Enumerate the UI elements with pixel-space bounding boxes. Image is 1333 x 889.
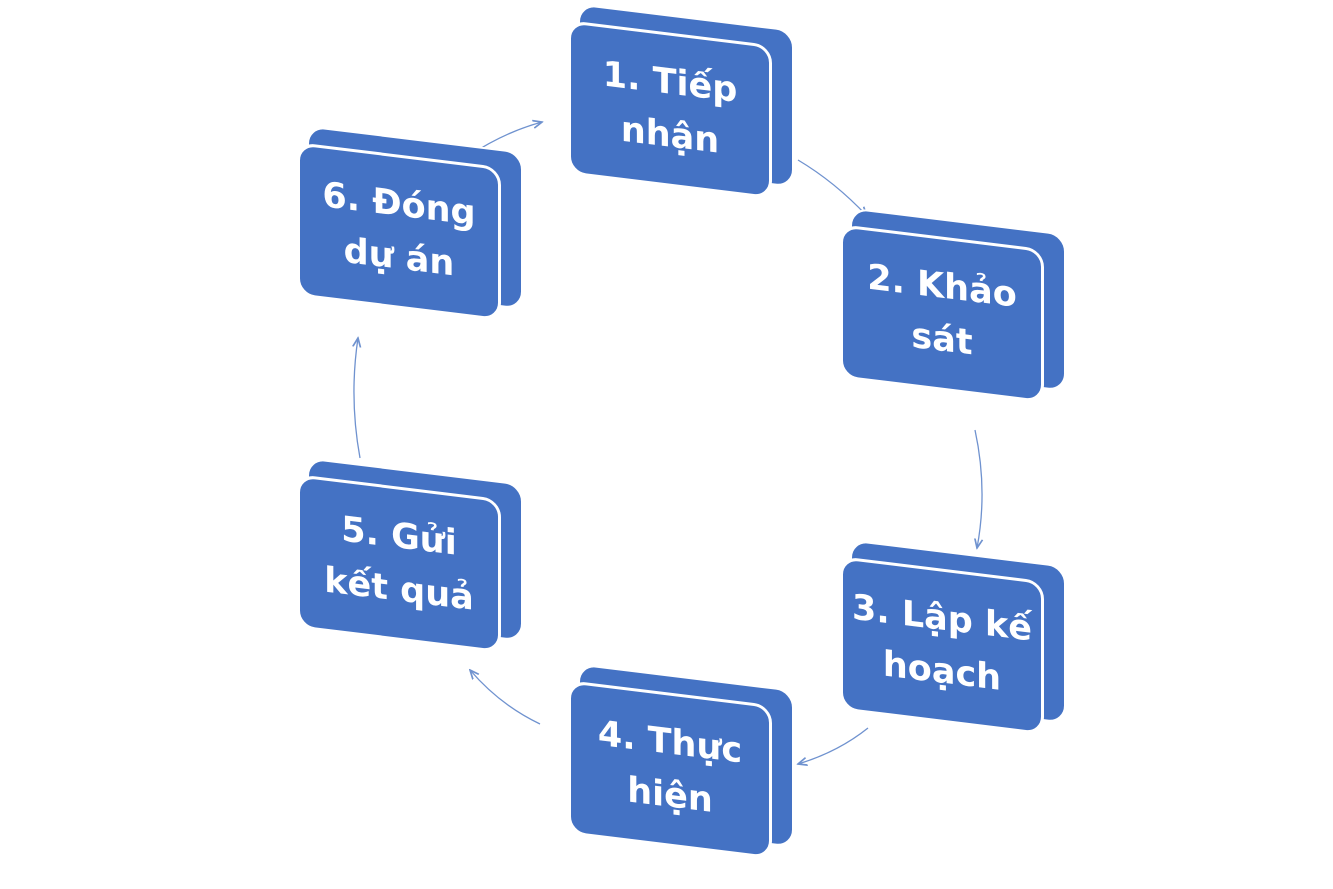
step-3-label: 3. Lập kế hoạch (851, 587, 1032, 699)
step-4-box: 4. Thực hiện (568, 663, 794, 868)
arrow-1-to-2 (797, 159, 867, 216)
step-6-box-face: 6. Đóng dự án (297, 142, 501, 322)
arrow-2-to-3 (975, 429, 982, 548)
step-6-box: 6. Đóng dự án (297, 125, 523, 330)
step-4-box-face: 4. Thực hiện (568, 680, 772, 860)
step-3-box-face: 3. Lập kế hoạch (840, 556, 1044, 736)
step-2-box-face: 2. Khảo sát (840, 224, 1044, 404)
arrow-3-to-4 (798, 727, 869, 764)
step-4-label: 4. Thực hiện (597, 713, 743, 821)
step-6-label: 6. Đóng dự án (322, 175, 476, 285)
step-2-label: 2. Khảo sát (867, 257, 1017, 364)
step-2-box: 2. Khảo sát (840, 207, 1066, 412)
step-5-box-face: 5. Gửi kết quả (297, 474, 501, 654)
step-1-box: 1. Tiếp nhận (568, 3, 794, 208)
step-1-box-face: 1. Tiếp nhận (568, 20, 772, 200)
step-5-label: 5. Gửi kết quả (324, 509, 474, 619)
step-5-box: 5. Gửi kết quả (297, 457, 523, 662)
arrow-4-to-5 (470, 670, 541, 725)
arrow-5-to-6 (354, 338, 360, 459)
step-3-box: 3. Lập kế hoạch (840, 539, 1066, 744)
step-1-label: 1. Tiếp nhận (602, 54, 738, 162)
